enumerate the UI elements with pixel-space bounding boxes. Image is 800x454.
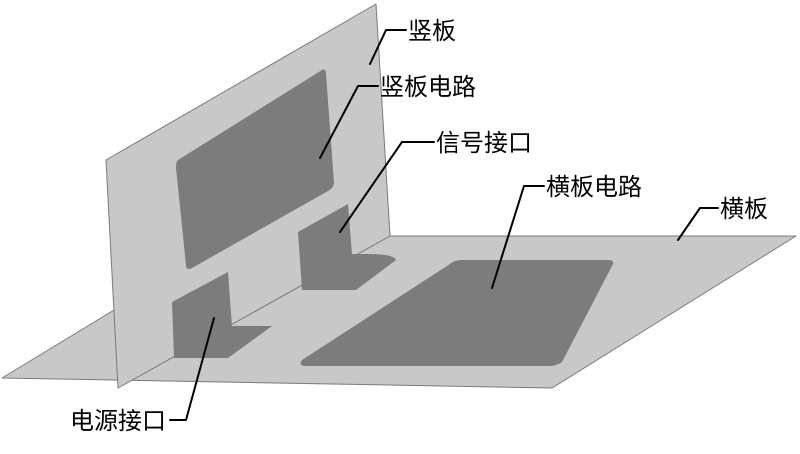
- horizontal-board-label: 横板: [720, 195, 768, 223]
- signal-interface-connector: [298, 204, 396, 290]
- vertical-board-label: 竖板: [408, 17, 456, 45]
- power-interface-connector: [172, 272, 272, 358]
- horizontal-board-circuit-label: 横板电路: [546, 173, 642, 201]
- vertical-board-circuit-label: 竖板电路: [380, 73, 476, 101]
- power-interface-leader: [169, 317, 215, 421]
- horizontal-board-leader: [677, 207, 719, 241]
- signal-interface-label: 信号接口: [436, 129, 532, 157]
- horizontal-board-circuit: [300, 260, 614, 366]
- vertical-board-circuit: [176, 69, 334, 269]
- signal-interface-leader: [339, 141, 435, 233]
- horizontal-board-circuit-leader: [491, 185, 545, 289]
- power-interface-label: 电源接口: [70, 407, 166, 435]
- vertical-board-leader: [369, 29, 407, 65]
- vertical-board-circuit-leader: [319, 85, 379, 159]
